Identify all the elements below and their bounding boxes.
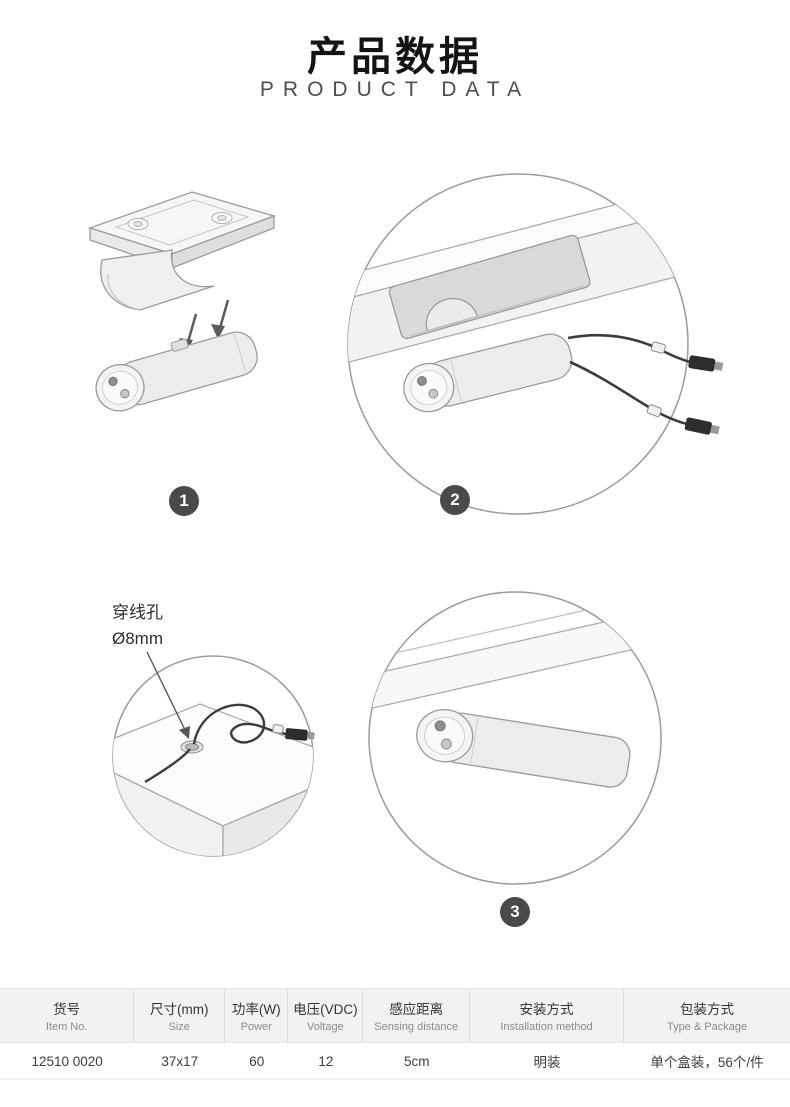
col-header-installation: 安装方式 Installation method — [470, 989, 625, 1042]
spec-table-header: 货号 Item No. 尺寸(mm) Size 功率(W) Power 电压(V… — [0, 988, 790, 1043]
value-package: 单个盒装，56个/件 — [650, 1055, 764, 1070]
step-3-badge: 3 — [500, 897, 530, 927]
page-subtitle: PRODUCT DATA — [259, 78, 531, 101]
sensor-device — [416, 708, 631, 788]
col-header-size: 尺寸(mm) Size — [134, 989, 226, 1042]
connector-icon — [688, 355, 724, 372]
sensor-eye-icon — [440, 738, 452, 750]
sensor-eye-icon — [108, 376, 118, 387]
step3-surface-mount-diagram — [368, 591, 662, 885]
step2-mounting-diagram — [347, 173, 724, 515]
screw-arrow-icon — [179, 299, 230, 353]
sensor-eye-icon — [428, 388, 439, 399]
connector-icon — [684, 417, 720, 435]
step-2-badge: 2 — [440, 485, 470, 515]
value-power: 60 — [249, 1053, 265, 1069]
value-installation: 明装 — [533, 1055, 561, 1070]
step1-assembly-diagram — [87, 191, 277, 412]
value-size: 37x17 — [161, 1053, 199, 1069]
col-header-power: 功率(W) Power — [225, 989, 289, 1042]
bracket-lid — [87, 191, 277, 269]
wire-hole-size: Ø8mm — [112, 628, 163, 648]
wire-hole-label: 穿线孔 — [112, 603, 163, 622]
sensor-device — [403, 333, 573, 413]
connector-icon — [285, 728, 315, 741]
spec-table-values-row: 12510 0020 37x17 60 12 5cm 明装 单个盒装，56个/件 — [0, 1043, 790, 1080]
value-voltage: 12 — [318, 1053, 334, 1069]
col-header-voltage: 电压(VDC) Voltage — [288, 989, 364, 1042]
step3-wire-hole-diagram — [112, 651, 315, 857]
col-header-item-no: 货号 Item No. — [0, 989, 135, 1042]
page-title: 产品数据 — [307, 35, 483, 79]
step-1-badge: 1 — [169, 486, 199, 516]
sensor-eye-icon — [434, 720, 446, 732]
cable-sleeve — [646, 404, 662, 418]
wire-hole-annotation: 穿线孔 Ø8mm — [112, 600, 163, 651]
mounting-recess — [388, 234, 591, 340]
sensor-eye-icon — [120, 388, 130, 399]
cable-sleeve — [650, 341, 666, 354]
col-header-package: 包装方式 Type & Package — [666, 1002, 748, 1033]
label-leader-arrow — [146, 651, 190, 739]
spec-table: 货号 Item No. 尺寸(mm) Size 功率(W) Power 电压(V… — [0, 988, 790, 1080]
sensor-eye-icon — [417, 376, 427, 386]
col-header-sensing-distance: 感应距离 Sensing distance — [363, 989, 471, 1042]
mounting-clip — [100, 249, 215, 311]
value-sensing-distance: 5cm — [403, 1053, 430, 1069]
value-item-no: 12510 0020 — [31, 1053, 103, 1069]
sensor-device — [95, 331, 258, 412]
cable-sleeve — [272, 724, 284, 734]
